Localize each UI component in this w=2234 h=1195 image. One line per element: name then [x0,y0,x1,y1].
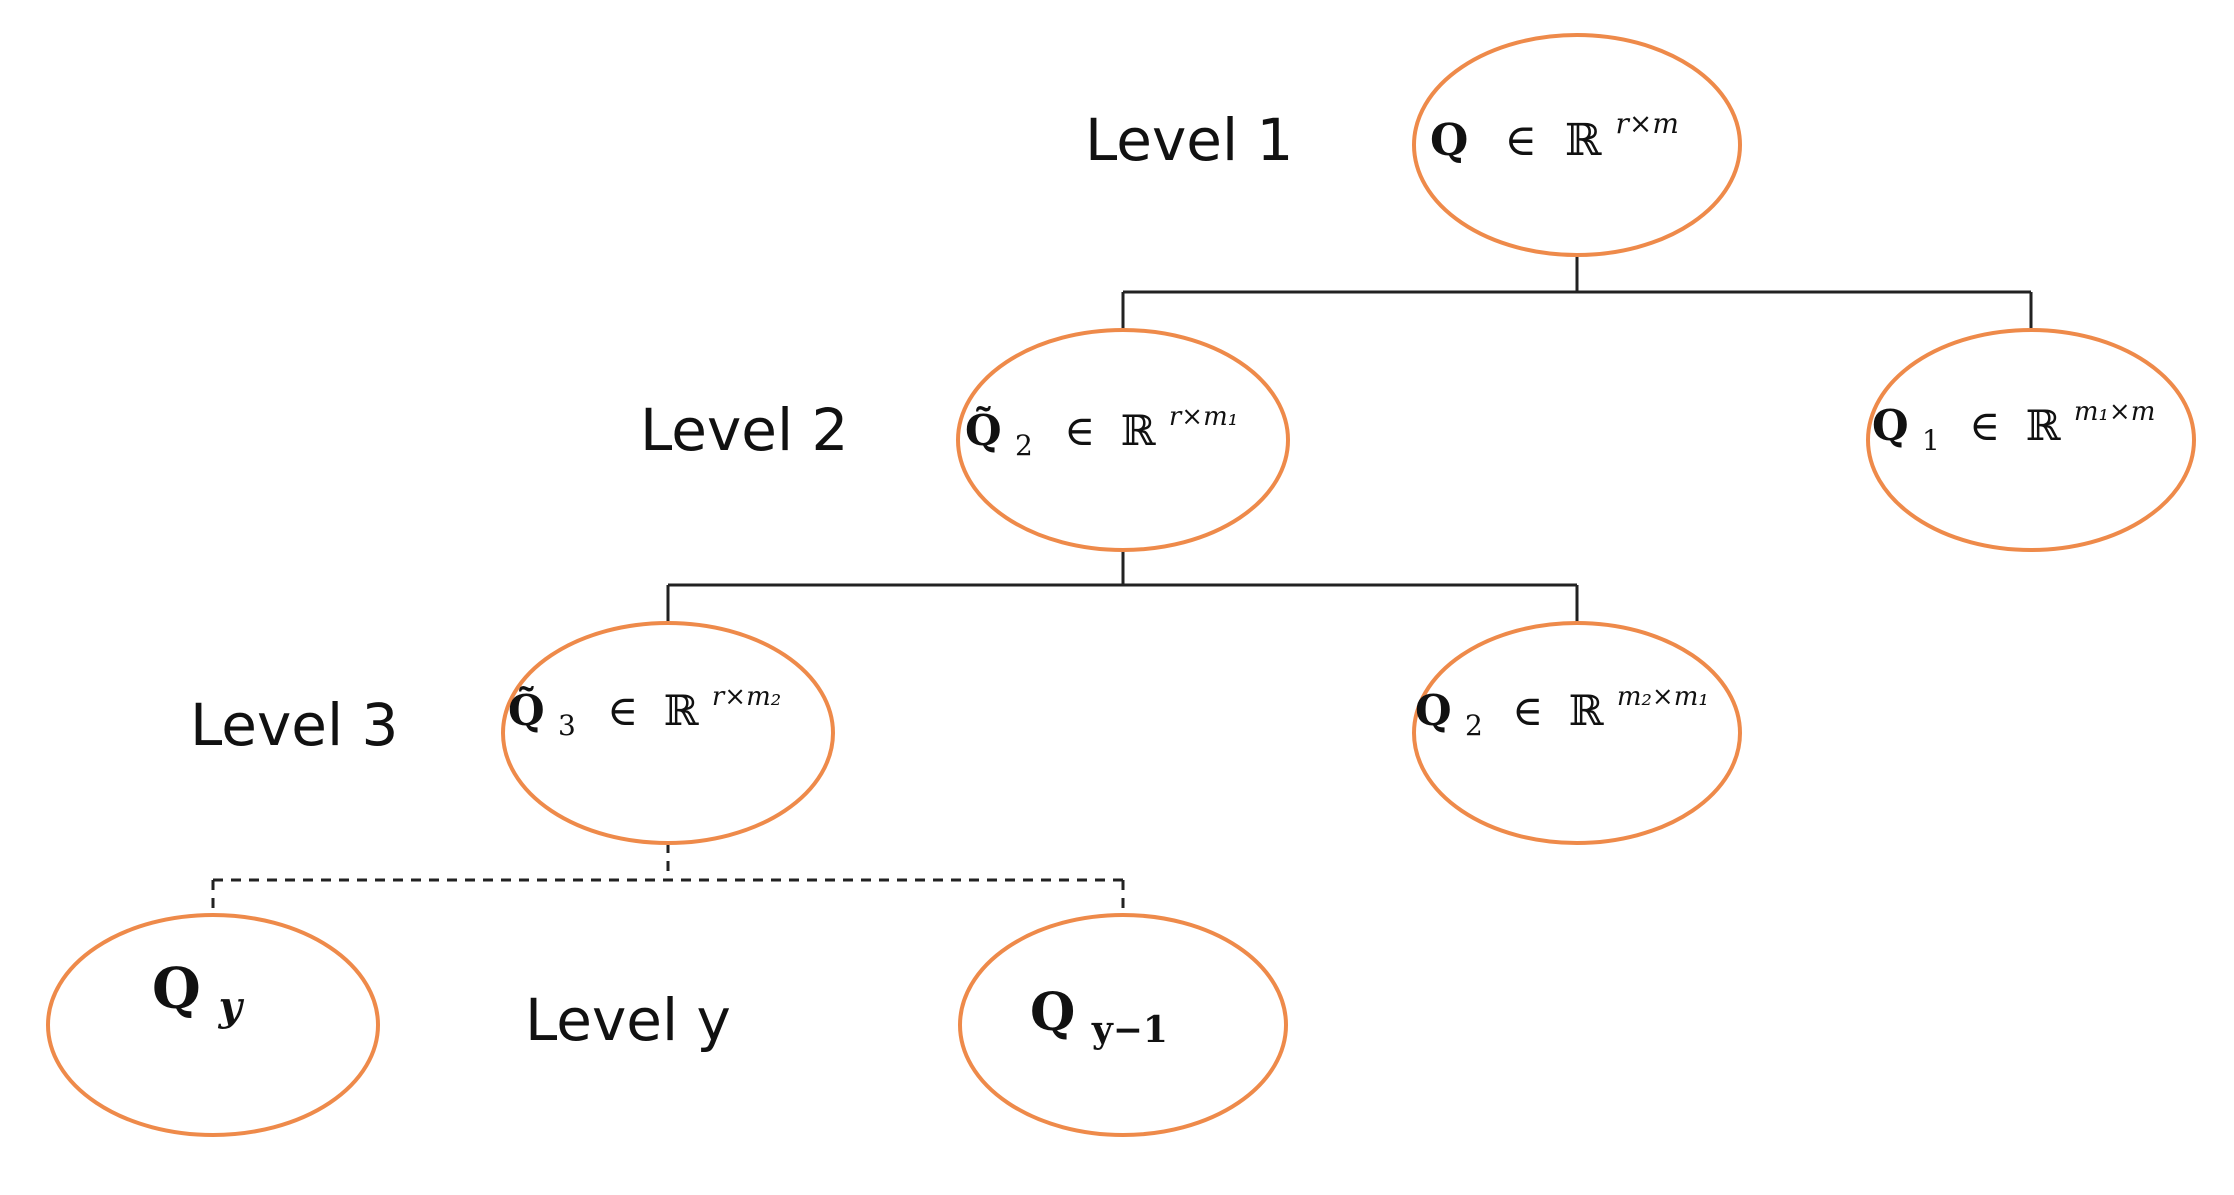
node-q2-tilde: Q̃ 2 ∈ ℝ r×m₁ [956,328,1290,552]
level-3-label: Level 3 [190,691,398,759]
edges [211,255,2033,915]
level-2-label: Level 2 [640,396,848,464]
node-qy-label: Q y [152,956,245,1030]
node-q2-tilde-ellipse [956,328,1290,552]
level-y-label: Level y [525,986,731,1054]
edge-q3tilde-to-levely [211,843,1125,915]
level-1-label: Level 1 [1085,106,1293,174]
node-q2-label: Q 2 ∈ ℝ m₂×m₁ [1415,682,1709,745]
level-labels: Level 1 Level 2 Level 3 Level y [190,106,1293,1054]
node-q3-tilde-label: Q̃ 3 ∈ ℝ r×m₂ [508,682,781,745]
node-q2-ellipse [1412,621,1742,845]
node-q2-tilde-label: Q̃ 2 ∈ ℝ r×m₁ [965,402,1238,465]
node-qy-minus-1-label: Q y−1 [1030,982,1168,1051]
node-q1: Q 1 ∈ ℝ m₁×m [1866,328,2196,552]
node-qy-minus-1-ellipse [958,913,1288,1137]
node-root-label: Q ∈ ℝ r×m [1430,107,1679,166]
node-root-ellipse [1412,33,1742,257]
node-q1-label: Q 1 ∈ ℝ m₁×m [1872,397,2155,460]
node-qy-minus-1: Q y−1 [958,913,1288,1137]
node-q2: Q 2 ∈ ℝ m₂×m₁ [1412,621,1742,845]
node-qy-ellipse [46,913,380,1137]
nodes: Q ∈ ℝ r×m Q̃ 2 ∈ ℝ r×m₁ Q 1 ∈ [46,33,2196,1137]
edge-q2tilde-to-level3 [666,550,1579,622]
node-qy: Q y [46,913,380,1137]
node-q3-tilde: Q̃ 3 ∈ ℝ r×m₂ [501,621,835,845]
edge-root-to-level2 [1121,255,2033,330]
node-q3-tilde-ellipse [501,621,835,845]
node-q1-ellipse [1866,328,2196,552]
node-root: Q ∈ ℝ r×m [1412,33,1742,257]
